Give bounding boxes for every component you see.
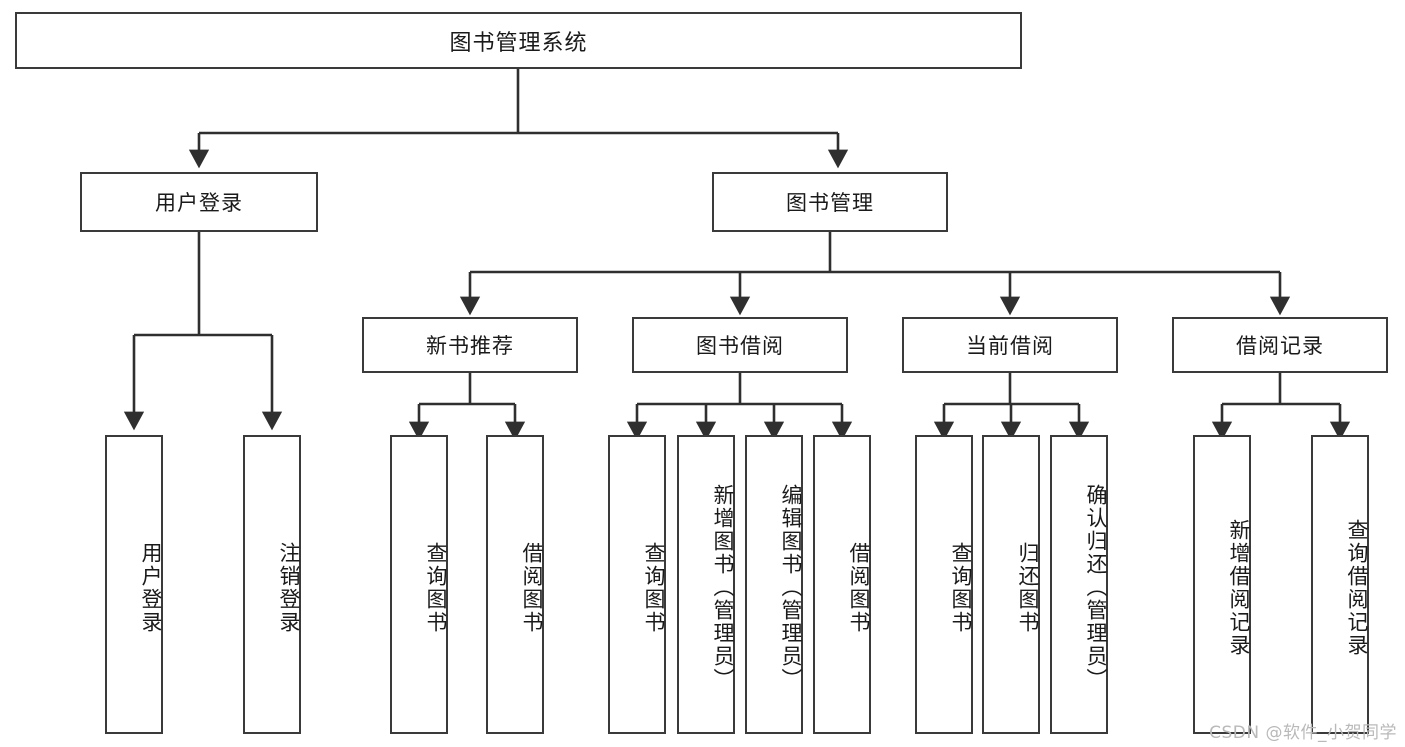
node-leaf-query-book-3-label: 查询图书 (949, 541, 973, 634)
node-book-management-label: 图书管理 (786, 191, 874, 215)
node-leaf-query-book-2-label: 查询图书 (642, 541, 666, 634)
node-leaf-borrow-book-2[interactable]: 借阅图书 (813, 435, 871, 734)
node-book-management[interactable]: 图书管理 (712, 172, 948, 232)
node-leaf-borrow-book-1[interactable]: 借阅图书 (486, 435, 544, 734)
node-leaf-borrow-book-1-label: 借阅图书 (520, 541, 544, 634)
node-borrow-record-label: 借阅记录 (1236, 334, 1324, 358)
node-leaf-confirm-return-admin[interactable]: 确认归还（管理员） (1050, 435, 1108, 734)
node-leaf-add-book-admin[interactable]: 新增图书（管理员） (677, 435, 735, 734)
node-leaf-edit-book-admin-label: 编辑图书（管理员） (779, 484, 803, 691)
node-leaf-user-login-label: 用户登录 (139, 541, 163, 634)
node-user-login-label: 用户登录 (155, 191, 243, 215)
node-leaf-confirm-return-admin-label: 确认归还（管理员） (1084, 484, 1108, 691)
node-root-label: 图书管理系统 (449, 30, 588, 56)
node-leaf-query-borrow-record-label: 查询借阅记录 (1345, 518, 1369, 657)
node-leaf-query-book-1[interactable]: 查询图书 (390, 435, 448, 734)
node-root-system[interactable]: 图书管理系统 (15, 12, 1022, 69)
node-leaf-logout-label: 注销登录 (277, 541, 301, 634)
node-leaf-return-book[interactable]: 归还图书 (982, 435, 1040, 734)
node-user-login[interactable]: 用户登录 (80, 172, 318, 232)
node-new-book-recommend[interactable]: 新书推荐 (362, 317, 578, 373)
node-leaf-query-book-2[interactable]: 查询图书 (608, 435, 666, 734)
node-book-borrow-label: 图书借阅 (696, 334, 784, 358)
node-leaf-add-book-admin-label: 新增图书（管理员） (711, 484, 735, 691)
node-book-borrow[interactable]: 图书借阅 (632, 317, 848, 373)
node-leaf-query-book-3[interactable]: 查询图书 (915, 435, 973, 734)
node-leaf-borrow-book-2-label: 借阅图书 (847, 541, 871, 634)
node-leaf-add-borrow-record[interactable]: 新增借阅记录 (1193, 435, 1251, 734)
node-leaf-return-book-label: 归还图书 (1016, 541, 1040, 634)
node-leaf-add-borrow-record-label: 新增借阅记录 (1227, 518, 1251, 657)
node-leaf-query-book-1-label: 查询图书 (424, 541, 448, 634)
node-leaf-user-login[interactable]: 用户登录 (105, 435, 163, 734)
node-leaf-edit-book-admin[interactable]: 编辑图书（管理员） (745, 435, 803, 734)
node-leaf-logout[interactable]: 注销登录 (243, 435, 301, 734)
node-borrow-record[interactable]: 借阅记录 (1172, 317, 1388, 373)
node-current-borrow-label: 当前借阅 (966, 334, 1054, 358)
node-leaf-query-borrow-record[interactable]: 查询借阅记录 (1311, 435, 1369, 734)
csdn-watermark: CSDN @软件_小贺同学 (1209, 723, 1397, 743)
node-new-book-recommend-label: 新书推荐 (426, 334, 514, 358)
node-current-borrow[interactable]: 当前借阅 (902, 317, 1118, 373)
